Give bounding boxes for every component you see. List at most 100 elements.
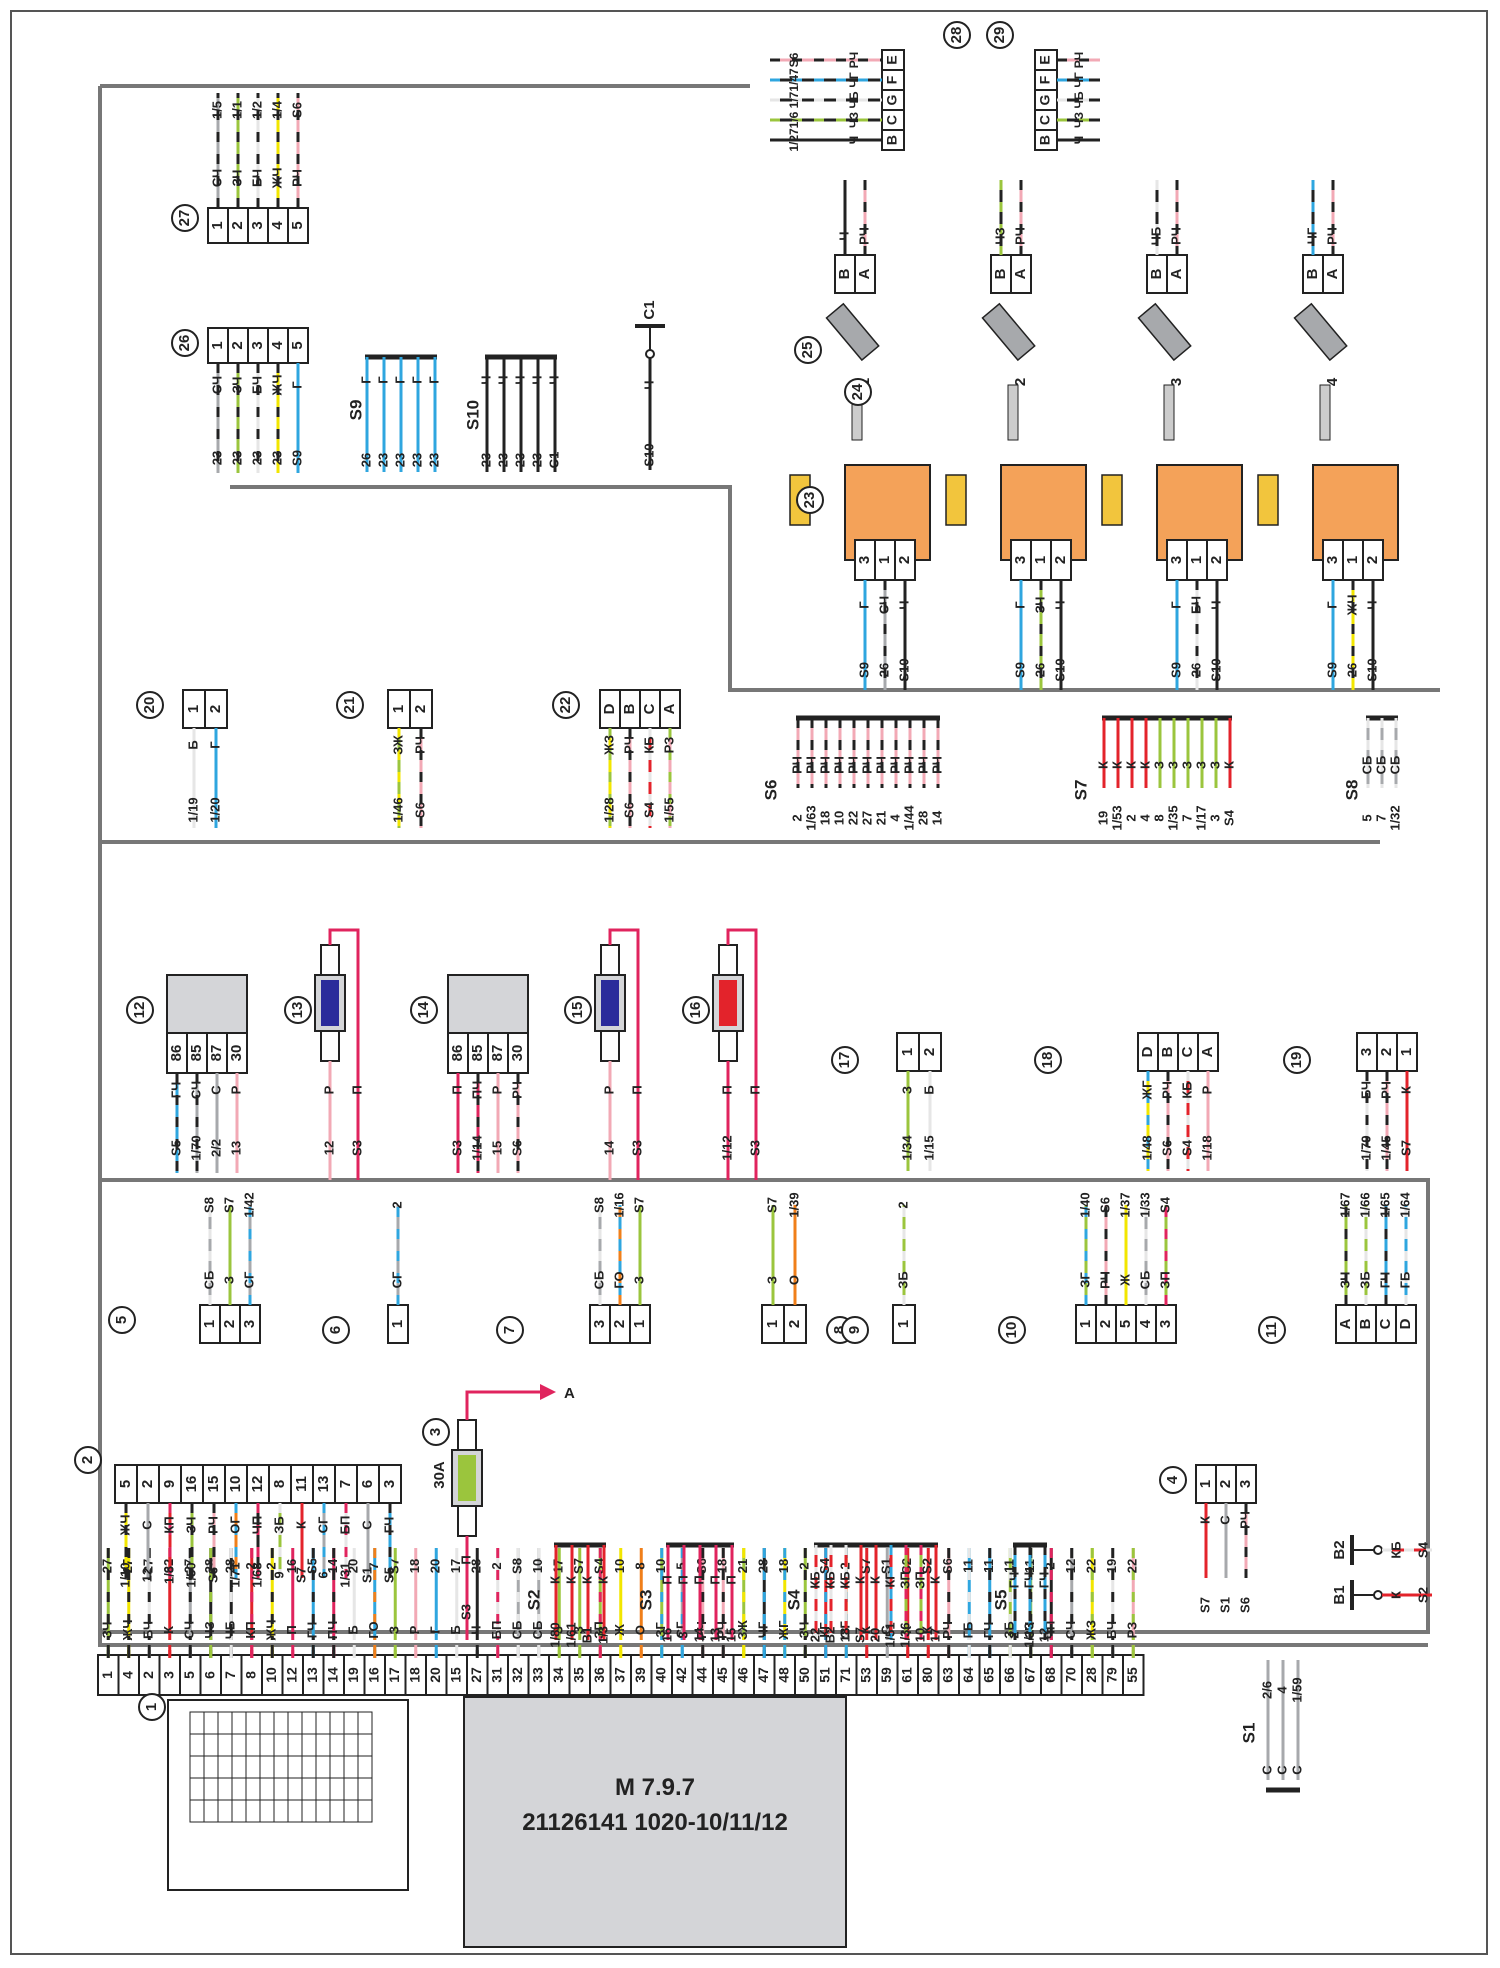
coil-pin: 3 [856, 556, 873, 564]
injector-wire-color: РЧ [856, 227, 871, 245]
ecu-wire-dest: 28 [469, 1559, 484, 1573]
c16-id: 16 [687, 1002, 704, 1019]
coil-wire-color: Ч [1208, 600, 1223, 609]
coil-connector [945, 474, 967, 526]
c19-pin: 2 [1378, 1048, 1395, 1056]
c11-id: 11 [1263, 1322, 1280, 1338]
c28-wire-dest: 1/6 [787, 111, 801, 128]
c22-id: 22 [557, 697, 574, 714]
c2-wire-dest: S1 [359, 1567, 374, 1583]
c10-wire-dest: 1/40 [1077, 1192, 1092, 1217]
c17-pin: 1 [899, 1048, 916, 1056]
ecu-wire-color: ГЧ [981, 1622, 996, 1639]
c13-id-circle [284, 996, 312, 1024]
ecu-wire-color: ЗЧ [100, 1622, 115, 1639]
splice-wire-dest: 2 [1123, 814, 1138, 821]
c14-pin: 87 [489, 1045, 506, 1062]
c19-id: 19 [1288, 1052, 1305, 1069]
c28-wire-color: ЧЗ [847, 112, 861, 128]
ecu-wire-color: К [161, 1626, 176, 1634]
ecu-wire-dest: S7 [571, 1558, 586, 1574]
coil-wire-dest: S10 [1208, 658, 1223, 681]
c22-pin: A [661, 703, 678, 714]
injector-pin: A [1012, 268, 1029, 279]
ecu-wire-dest: 16 [284, 1559, 299, 1573]
c2-wire-dest: S6 [205, 1567, 220, 1583]
c8-pin: 2 [786, 1320, 803, 1328]
c11-wire-color: ГЧ [1377, 1272, 1392, 1289]
ecu-pin: 17 [386, 1667, 402, 1683]
coil-wire-dest: 26 [1188, 663, 1203, 677]
c26-wire-color: СЧ [209, 376, 224, 394]
ecu-wire-dest: 5 [674, 1562, 689, 1569]
coil-pin: 2 [896, 556, 913, 564]
c27-pin: 3 [249, 221, 266, 229]
c7-pin: 2 [611, 1320, 628, 1328]
ecu-wire-dest: 2 [243, 1562, 258, 1569]
ecu-pin: 44 [693, 1667, 709, 1683]
c2-wire-color: ЧП [249, 1516, 264, 1534]
ecu-part-number: 21126141 1020-10/11/12 [522, 1809, 788, 1836]
coil-pin: 1 [1032, 556, 1049, 564]
c2-pin: 8 [271, 1480, 288, 1488]
c4-wire-dest: S1 [1217, 1597, 1232, 1613]
c18-wire-color: РЧ [1159, 1081, 1174, 1099]
splice-wire-dest: 21 [873, 811, 888, 825]
c12-wire-color: Р [228, 1085, 243, 1094]
ecu-wire-color: СЧ [1063, 1621, 1078, 1639]
ground-terminal-B1 [1373, 1590, 1383, 1600]
c8-wire-color: О [786, 1275, 801, 1285]
coil-pin: 3 [1012, 556, 1029, 564]
c16-wire-color: П [719, 1085, 734, 1094]
splice-wire-color: КГ [882, 1572, 897, 1588]
ecu-pin: 46 [734, 1667, 750, 1683]
harness-bottom [98, 1180, 1428, 1647]
c29-wire-color: ЧБ [1072, 91, 1086, 108]
c12-wire-dest: 13 [228, 1141, 243, 1155]
c29-id-circle [986, 21, 1014, 49]
c16-wire-dest: 1/12 [719, 1135, 734, 1160]
ecu-body[interactable] [463, 1696, 847, 1948]
coil-pin: 2 [1052, 556, 1069, 564]
ecu-wire-color: О [633, 1625, 648, 1635]
c26-pin: 1 [209, 341, 226, 349]
ecu-wire-dest: 18 [776, 1559, 791, 1573]
c11-wire-dest: 1/64 [1397, 1192, 1412, 1218]
ecu-wire-color: П [284, 1625, 299, 1634]
c19-wire-color: БЧ [1358, 1081, 1373, 1099]
ecu-wire-dest: 12 [1063, 1559, 1078, 1573]
ecu-wire-dest: 14 [325, 1558, 340, 1573]
c4-id: 4 [1164, 1475, 1181, 1484]
splice-wire-color: КБ [837, 1571, 852, 1588]
c27-wire-color: ЖЧ [269, 167, 284, 189]
splice-wire-dest: 14 [691, 1627, 706, 1642]
c2-wire-dest: S5 [381, 1567, 396, 1583]
injector-pin: B [836, 268, 853, 279]
coil-wire-dest: 26 [1344, 663, 1359, 677]
c27-wire-dest: 1/5 [209, 101, 224, 119]
c29-wire-color: ЧЗ [1072, 112, 1086, 128]
c12-id: 12 [131, 1002, 148, 1019]
splice-wire-color: ГЧ [1021, 1572, 1036, 1589]
splice-label-S2: S2 [524, 1590, 543, 1611]
c7-wire-dest: 1/16 [611, 1192, 626, 1217]
c2-pin: 10 [227, 1476, 244, 1493]
ecu-pin: 40 [652, 1667, 668, 1683]
c17-id: 17 [836, 1052, 853, 1069]
splice-wire-dest: 1/61 [563, 1622, 578, 1647]
c12-pin: 86 [168, 1045, 185, 1062]
c27-pin: 4 [269, 221, 286, 230]
c13-loop [328, 928, 360, 945]
c12-wire-color: ГЧ [168, 1082, 183, 1099]
c13-fuse-element [321, 980, 339, 1026]
ecu-pin: 19 [345, 1667, 361, 1683]
c26-pin: 3 [249, 341, 266, 349]
splice-label-S1: S1 [1239, 1723, 1258, 1744]
coil-wire-dest: S9 [1168, 662, 1183, 678]
splice-wire-color: РЧ [817, 756, 832, 774]
coil-wire-dest: S10 [896, 658, 911, 681]
c14-pin: 85 [469, 1045, 486, 1062]
splice-wire-color: Г [392, 376, 407, 384]
splice-wire-color: Ч [529, 375, 544, 384]
splice-wire-color: Ч [478, 375, 493, 384]
